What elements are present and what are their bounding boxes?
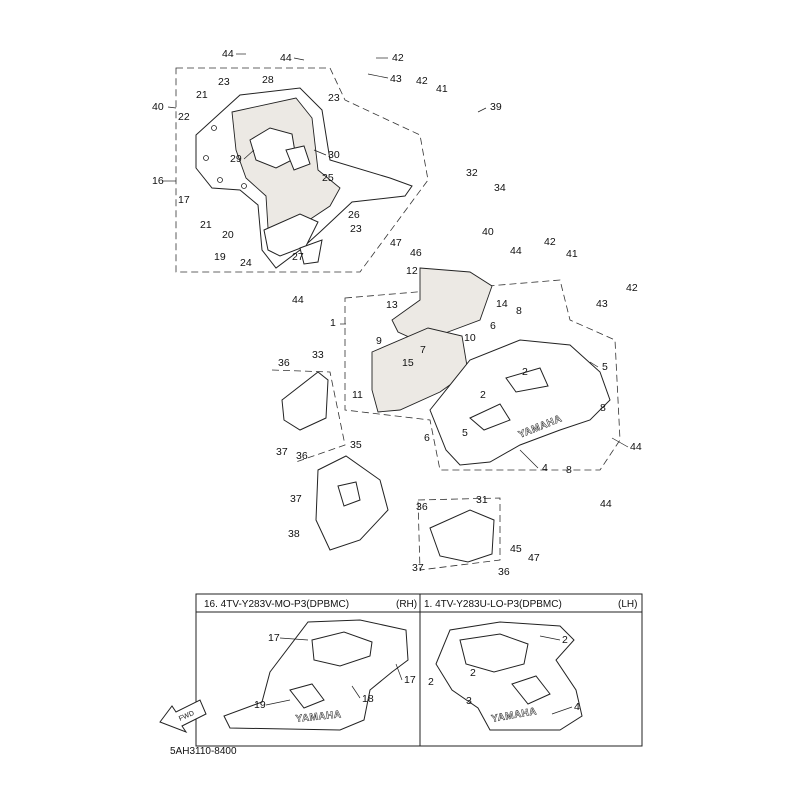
- callout-44: 44: [600, 498, 612, 510]
- inset-rh-brand: YAMAHA: [295, 709, 342, 725]
- inset-callout-2: 2: [428, 676, 434, 688]
- callout-21: 21: [196, 89, 208, 101]
- inset-callout-17: 17: [404, 674, 416, 686]
- callout-44: 44: [222, 48, 234, 60]
- callout-38: 38: [288, 528, 300, 540]
- callout-14: 14: [496, 298, 508, 310]
- callout-26: 26: [348, 209, 360, 221]
- callout-37: 37: [276, 446, 288, 458]
- callout-25: 25: [322, 172, 334, 184]
- callout-46: 46: [410, 247, 422, 259]
- callout-36: 36: [296, 450, 308, 462]
- callout-21: 21: [200, 219, 212, 231]
- callout-36: 36: [498, 566, 510, 578]
- callout-12: 12: [406, 265, 418, 277]
- callout-39: 39: [490, 101, 502, 113]
- side-brackets: [271, 369, 501, 571]
- callout-40: 40: [152, 101, 164, 113]
- callout-33: 33: [312, 349, 324, 361]
- callout-17: 17: [178, 194, 190, 206]
- callout-23: 23: [328, 92, 340, 104]
- callout-13: 13: [386, 299, 398, 311]
- callout-16: 16: [152, 175, 164, 187]
- callout-42: 42: [544, 236, 556, 248]
- callout-5: 5: [462, 427, 468, 439]
- callout-1: 1: [330, 317, 336, 329]
- callout-10: 10: [464, 332, 476, 344]
- callout-47: 47: [390, 237, 402, 249]
- callout-37: 37: [290, 493, 302, 505]
- lh-cowling-assembly: YAMAHA: [344, 267, 621, 471]
- callout-23: 23: [218, 76, 230, 88]
- callout-44: 44: [292, 294, 304, 306]
- callout-41: 41: [566, 248, 578, 260]
- callout-41: 41: [436, 83, 448, 95]
- callout-36: 36: [416, 501, 428, 513]
- inset-callout-19: 19: [254, 699, 266, 711]
- callout-47: 47: [528, 552, 540, 564]
- leader-lines: [162, 53, 629, 469]
- lh-cowling-panel[interactable]: [429, 339, 611, 466]
- callout-8: 8: [566, 464, 572, 476]
- diagram-code: 5AH3110-8400: [170, 746, 237, 757]
- inset-rh-title: 16. 4TV-Y283V-MO-P3(DPBMC): [204, 599, 349, 610]
- callout-42: 42: [392, 52, 404, 64]
- callout-5: 5: [602, 361, 608, 373]
- callout-23: 23: [350, 223, 362, 235]
- callout-24: 24: [240, 257, 252, 269]
- callout-29: 29: [230, 153, 242, 165]
- callout-19: 19: [214, 251, 226, 263]
- callout-30: 30: [328, 149, 340, 161]
- callout-9: 9: [376, 335, 382, 347]
- callout-28: 28: [262, 74, 274, 86]
- inset-callout-17: 17: [268, 632, 280, 644]
- colour-variant-inset: 16. 4TV-Y283V-MO-P3(DPBMC) (RH) 1. 4TV-Y…: [159, 593, 643, 747]
- inset-callout-4: 4: [574, 701, 580, 713]
- rh-cowling-assembly: [175, 67, 429, 273]
- lh-inner-foam-lower[interactable]: [371, 327, 469, 413]
- callout-6: 6: [490, 320, 496, 332]
- callout-45: 45: [510, 543, 522, 555]
- callout-2: 2: [480, 389, 486, 401]
- inset-lh-side: (LH): [618, 599, 637, 610]
- inset-lh-title: 1. 4TV-Y283U-LO-P3(DPBMC): [424, 599, 562, 610]
- callout-35: 35: [350, 439, 362, 451]
- callout-22: 22: [178, 111, 190, 123]
- callout-44: 44: [630, 441, 642, 453]
- callout-36: 36: [278, 357, 290, 369]
- callout-42: 42: [416, 75, 428, 87]
- callout-labels: 44 44 42 43 23 28 42 41 21 23 40 39 22 2…: [152, 48, 642, 578]
- callout-43: 43: [390, 73, 402, 85]
- callout-8: 8: [516, 305, 522, 317]
- bracket-33[interactable]: [281, 371, 329, 431]
- callout-40: 40: [482, 226, 494, 238]
- callout-43: 43: [596, 298, 608, 310]
- callout-42: 42: [626, 282, 638, 294]
- callout-2: 2: [522, 366, 528, 378]
- callout-20: 20: [222, 229, 234, 241]
- callout-27: 27: [292, 251, 304, 263]
- callout-15: 15: [402, 357, 414, 369]
- callout-32: 32: [466, 167, 478, 179]
- callout-7: 7: [420, 344, 426, 356]
- inset-callout-3: 3: [466, 695, 472, 707]
- callout-44: 44: [510, 245, 522, 257]
- inset-callout-18: 18: [362, 693, 374, 705]
- callout-31: 31: [476, 494, 488, 506]
- callout-34: 34: [494, 182, 506, 194]
- callout-6: 6: [424, 432, 430, 444]
- callout-11: 11: [352, 389, 363, 401]
- callout-8: 8: [600, 402, 606, 414]
- inset-frame: [195, 593, 643, 747]
- forward-direction-arrow: FWD: [159, 699, 207, 734]
- inset-rh-side: (RH): [396, 599, 417, 610]
- inset-callout-2: 2: [562, 634, 568, 646]
- callout-44: 44: [280, 52, 292, 64]
- callout-37: 37: [412, 562, 424, 574]
- inset-callout-2: 2: [470, 667, 476, 679]
- bracket-31[interactable]: [429, 509, 495, 563]
- callout-4: 4: [542, 462, 548, 474]
